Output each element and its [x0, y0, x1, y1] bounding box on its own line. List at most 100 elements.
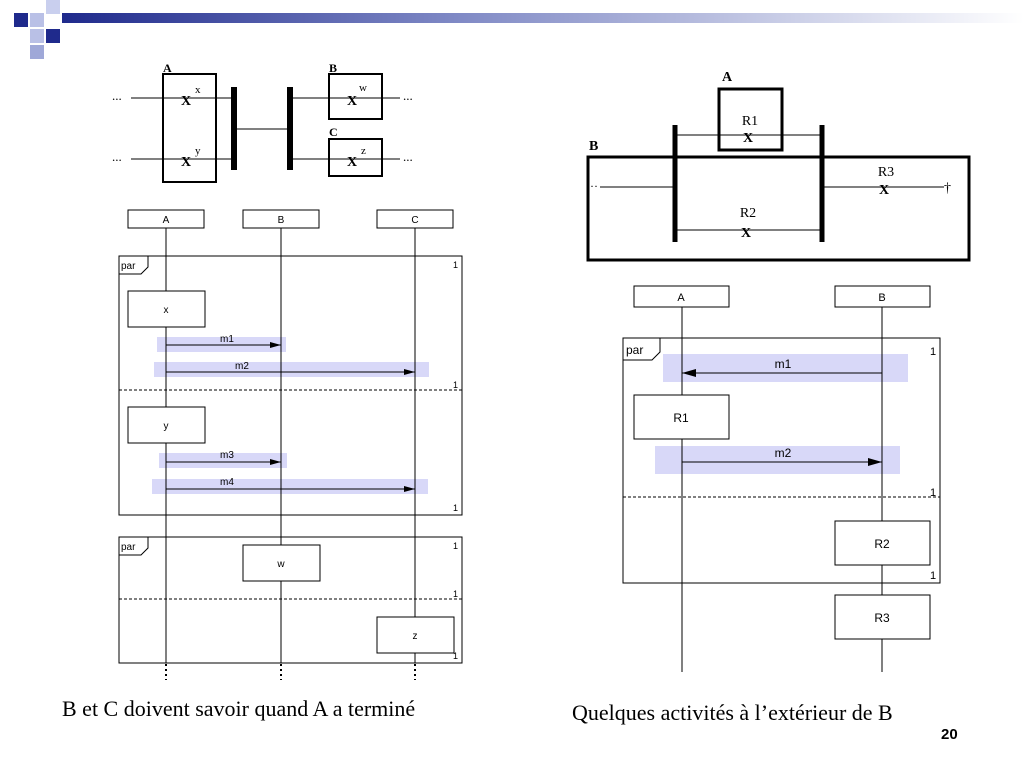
ellipsis-a-bottom: ...	[112, 149, 122, 164]
region-start-dots: ··	[590, 179, 598, 193]
activity-y	[127, 406, 206, 444]
par-frame-2-corner-top: 1	[453, 541, 458, 551]
mark-x: X	[181, 94, 191, 109]
activity-z-label: z	[413, 631, 418, 642]
region-r2-name: R2	[740, 206, 756, 221]
par-frame-2-operator: par	[121, 542, 136, 553]
par-frame-2	[118, 536, 463, 664]
rs-message-m1-label: m1	[775, 357, 792, 371]
corner-square-light-2	[46, 0, 60, 14]
mark-y: X	[181, 155, 191, 170]
mark-z: X	[347, 155, 357, 170]
rs-par-frame	[622, 337, 941, 584]
rs-par-frame-operator: par	[626, 343, 643, 357]
rs-message-m1-head	[682, 369, 696, 377]
mark-z-sup: z	[361, 145, 366, 157]
region-r3-mark: X	[879, 183, 889, 198]
lifeline-head-b	[242, 209, 320, 229]
rs-lifeline-head-b	[834, 285, 931, 308]
lifeline-head-c	[376, 209, 454, 229]
lifeline-head-a-label: A	[163, 215, 170, 226]
box-a	[162, 73, 217, 183]
par-frame-1-corner-bottom: 1	[453, 503, 458, 513]
inner-box-a	[717, 87, 784, 152]
corner-square-light-4	[30, 45, 44, 59]
rs-activity-r3	[834, 594, 931, 640]
message-m3-head	[270, 459, 281, 465]
corner-square-light-3	[30, 29, 44, 43]
highlight-m1	[157, 337, 286, 352]
message-m3-label: m3	[220, 450, 234, 461]
region-r1-name: R1	[742, 114, 758, 129]
rs-activity-r3-label: R3	[874, 611, 890, 625]
par-frame-1-operator: par	[121, 261, 136, 272]
region-r3-name: R3	[878, 165, 894, 180]
rs-message-m2-label: m2	[775, 446, 792, 460]
highlight-m4	[152, 479, 428, 494]
ellipsis-a-top: ...	[112, 88, 122, 103]
rs-message-m2-head	[868, 458, 882, 466]
activity-y-label: y	[164, 421, 169, 432]
par-frame-1-corner-top: 1	[453, 260, 458, 270]
mark-w-sup: w	[359, 82, 367, 94]
highlight-m2	[154, 362, 429, 377]
box-c-label: C	[329, 125, 338, 139]
rs-lifeline-head-a	[633, 285, 730, 308]
caption-left: B et C doivent savoir quand A a terminé	[62, 696, 416, 721]
rs-par-frame-corner-bottom: 1	[930, 570, 936, 582]
rs-lifeline-head-b-label: B	[878, 292, 885, 304]
region-end-marker: †	[944, 181, 951, 196]
message-m4-head	[404, 486, 415, 492]
lifeline-head-c-label: C	[411, 215, 418, 226]
rs-activity-r1-label: R1	[673, 411, 689, 425]
outer-box-b-label: B	[589, 139, 598, 154]
box-b	[328, 73, 383, 120]
mark-y-sup: y	[195, 145, 201, 157]
rs-activity-r2-label: R2	[874, 537, 890, 551]
corner-square-light-1	[30, 13, 44, 27]
rs-lifeline-head-a-label: A	[677, 292, 685, 304]
outer-box-b	[586, 155, 971, 262]
par-frame-1-tab	[119, 255, 149, 275]
rs-activity-r2	[834, 520, 931, 566]
activity-z	[376, 616, 455, 654]
par-frame-2-corner-mid: 1	[453, 589, 458, 599]
lifeline-head-b-label: B	[278, 215, 285, 226]
page-number: 20	[941, 726, 958, 743]
message-m4-label: m4	[220, 477, 234, 488]
activity-w	[242, 544, 321, 582]
mark-x-sup: x	[195, 84, 201, 96]
activity-w-label: w	[276, 559, 285, 570]
corner-square-dark-1	[14, 13, 28, 27]
par-frame-1-corner-mid: 1	[453, 380, 458, 390]
box-a-label: A	[163, 61, 172, 75]
rs-highlight-m2	[655, 446, 900, 474]
rs-activity-r1	[633, 394, 730, 440]
activity-x	[127, 290, 206, 328]
corner-square-dark-2	[46, 29, 60, 43]
par-frame-2-corner-bottom: 1	[453, 651, 458, 661]
ellipsis-b: ...	[403, 88, 413, 103]
rs-par-frame-corner-top: 1	[930, 346, 936, 358]
ellipsis-c: ...	[403, 149, 413, 164]
rs-par-frame-corner-mid: 1	[930, 487, 936, 499]
par-frame-2-tab	[119, 536, 149, 556]
inner-box-a-label: A	[722, 70, 733, 85]
title-gradient-bar	[62, 13, 1024, 23]
lifeline-head-a	[127, 209, 205, 229]
activity-x-label: x	[164, 305, 169, 316]
message-m2-head	[404, 369, 415, 375]
rs-highlight-m1	[663, 354, 908, 382]
message-m1-head	[270, 342, 281, 348]
region-r1-mark: X	[743, 131, 753, 146]
rs-par-frame-tab	[623, 337, 661, 361]
box-c	[328, 138, 383, 177]
highlight-m3	[159, 453, 287, 468]
par-frame-1	[118, 255, 463, 516]
mark-w: X	[347, 94, 357, 109]
caption-right: Quelques activités à l’extérieur de B	[572, 700, 893, 725]
